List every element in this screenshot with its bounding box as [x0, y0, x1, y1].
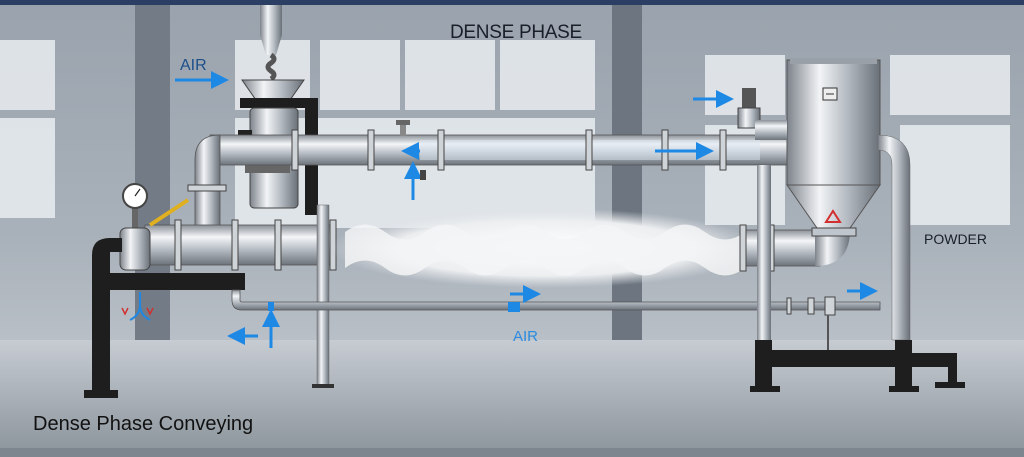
- powder-spiral: [265, 52, 277, 82]
- wall-column: [612, 5, 642, 345]
- air-line-label: AIR: [513, 328, 539, 345]
- receiver-cylinder: [786, 59, 881, 186]
- outlet-pipe: [877, 134, 911, 341]
- right-stand: [755, 340, 957, 388]
- warning-icon: [824, 209, 842, 223]
- feed-chute: [260, 5, 282, 35]
- filter-motor: [742, 88, 756, 108]
- flow-arrows: [175, 71, 878, 348]
- support-leg: [316, 204, 330, 386]
- air-line-sensor: [508, 302, 520, 312]
- gauge-stem: [400, 122, 406, 136]
- caption: Dense Phase Conveying: [33, 413, 254, 435]
- left-stand: [92, 238, 245, 395]
- top-bar: [0, 0, 1024, 5]
- support-bracket: [240, 98, 318, 215]
- air-split: [129, 292, 151, 321]
- valve-lever: [148, 198, 190, 227]
- inlet-valve: [119, 227, 151, 271]
- powder-label: POWDER: [924, 231, 987, 247]
- bottom-strip: [0, 448, 1024, 457]
- air-inlet-label: AIR: [180, 57, 207, 74]
- air-line: [231, 289, 881, 311]
- lower-conveying-pipe: [144, 224, 336, 266]
- right-riser-pipe: [757, 165, 771, 340]
- diagram-title: DENSE PHASE: [450, 22, 582, 43]
- pressure-gauge-stem: [132, 205, 138, 230]
